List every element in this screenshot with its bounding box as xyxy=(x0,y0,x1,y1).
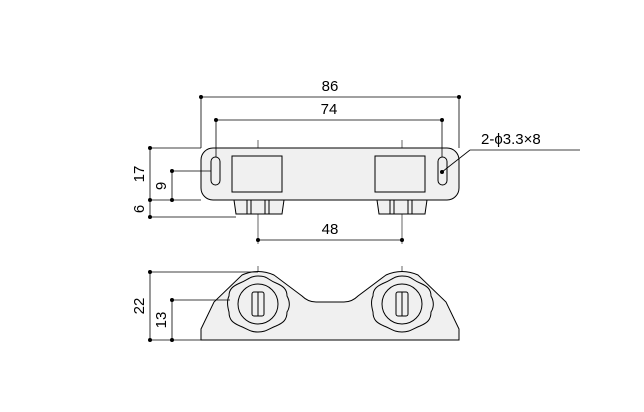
dimension-13: 13 xyxy=(153,298,230,342)
dimension-17-label: 17 xyxy=(131,166,148,183)
dimension-17: 17 xyxy=(131,146,201,202)
dimension-74: 74 xyxy=(214,101,444,157)
side-view: 22 13 xyxy=(131,266,460,342)
dimension-48: 48 xyxy=(256,221,404,242)
slot-callout: 2-ϕ3.3×8 xyxy=(440,131,580,174)
left-roller-bottom xyxy=(233,199,285,215)
right-mounting-slot xyxy=(437,156,448,186)
dimension-48-label: 48 xyxy=(322,221,339,238)
dimension-22-label: 22 xyxy=(131,298,148,315)
dimension-74-label: 74 xyxy=(321,101,338,118)
top-view: 86 74 48 17 9 xyxy=(131,78,580,244)
dimension-6: 6 xyxy=(131,200,236,219)
dimension-86: 86 xyxy=(199,78,461,148)
dimension-22: 22 xyxy=(131,270,258,342)
dimension-13-label: 13 xyxy=(153,312,170,329)
left-roller-side xyxy=(227,275,290,333)
dimension-6-label: 6 xyxy=(131,205,148,213)
dimension-9-label: 9 xyxy=(153,182,170,190)
dimension-9: 9 xyxy=(153,169,211,202)
left-roller-housing xyxy=(231,155,283,193)
dimension-86-label: 86 xyxy=(322,78,339,95)
top-view-body xyxy=(200,147,460,201)
right-roller-housing xyxy=(374,155,426,193)
slot-callout-label: 2-ϕ3.3×8 xyxy=(481,131,541,148)
right-roller-bottom xyxy=(376,199,428,215)
right-roller-side xyxy=(371,275,434,333)
